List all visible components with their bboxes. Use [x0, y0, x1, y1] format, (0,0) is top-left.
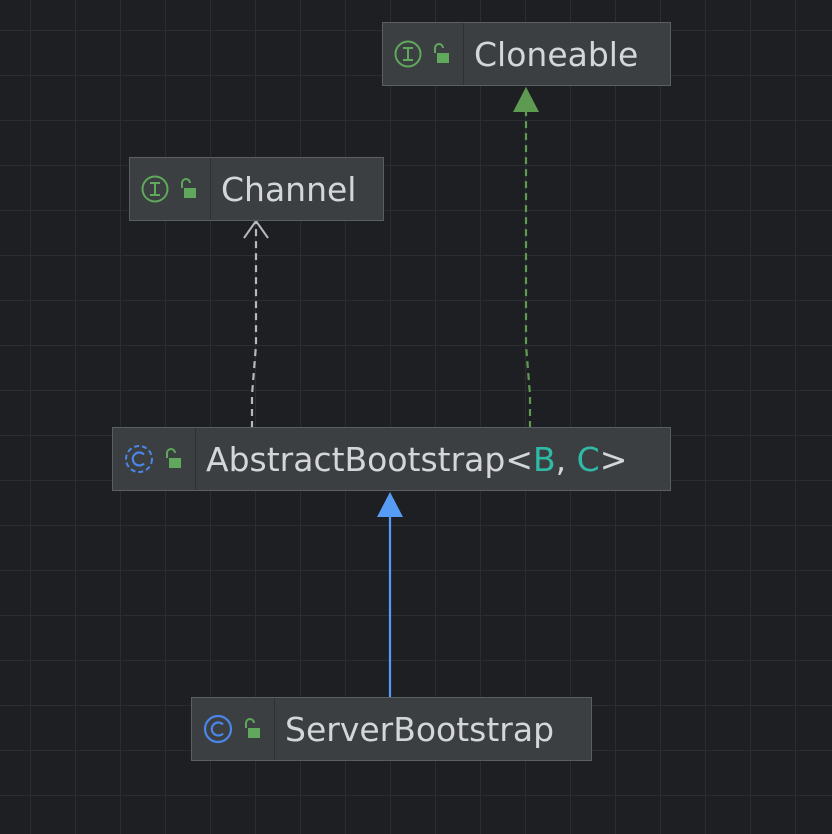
- interface-icon: [394, 40, 422, 68]
- class-name: AbstractBootstrap: [206, 439, 506, 479]
- class-icon: [203, 714, 233, 744]
- node-abstract-bootstrap[interactable]: AbstractBootstrap<B, C>: [112, 427, 671, 491]
- public-access-icon: [245, 718, 260, 738]
- node-label: Cloneable: [464, 23, 652, 85]
- node-label: ServerBootstrap: [275, 698, 568, 760]
- generic-open: <: [505, 439, 534, 479]
- node-icons: [192, 698, 275, 760]
- node-icons: [383, 23, 464, 85]
- interface-icon: [141, 175, 169, 203]
- class-name: Cloneable: [474, 34, 639, 74]
- type-param-c: C: [576, 439, 600, 479]
- arrowhead-extends: [377, 492, 403, 517]
- node-server-bootstrap[interactable]: ServerBootstrap: [191, 697, 592, 761]
- node-channel[interactable]: Channel: [129, 157, 384, 221]
- edge-implements-cloneable: [524, 112, 532, 428]
- public-access-icon: [434, 43, 449, 63]
- edge-dependency-channel: [250, 222, 258, 428]
- node-label: Channel: [211, 158, 370, 220]
- public-access-icon: [181, 178, 196, 198]
- generic-close: >: [599, 439, 628, 479]
- node-icons: [130, 158, 211, 220]
- type-param-separator: ,: [555, 439, 577, 479]
- abstract-class-icon: [125, 445, 153, 473]
- public-access-icon: [166, 448, 181, 468]
- type-param-b: B: [533, 439, 556, 479]
- node-label: AbstractBootstrap<B, C>: [196, 428, 641, 490]
- class-name: ServerBootstrap: [285, 709, 555, 749]
- arrowhead-dependency: [243, 219, 269, 239]
- node-icons: [113, 428, 196, 490]
- node-cloneable[interactable]: Cloneable: [382, 22, 671, 86]
- arrowhead-implements: [513, 87, 539, 112]
- class-name: Channel: [221, 169, 357, 209]
